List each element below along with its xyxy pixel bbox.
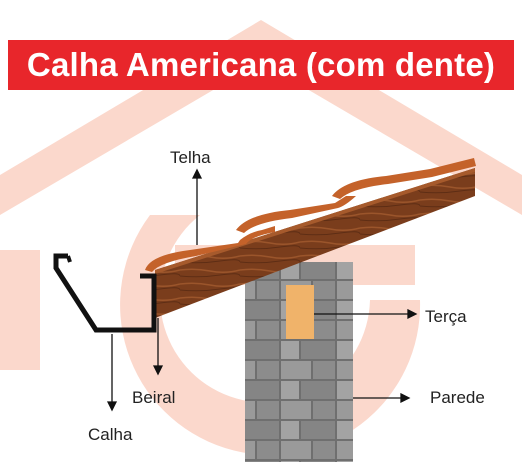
gutter-profile: [53, 253, 157, 333]
label-beiral: Beiral: [132, 388, 175, 407]
roof-tile-2: [236, 196, 356, 233]
roof-tile-3: [332, 158, 476, 199]
label-terca: Terça: [425, 307, 467, 326]
gutter-lip: [66, 255, 72, 263]
rafter-top-edge: [155, 168, 475, 274]
label-parede: Parede: [430, 388, 485, 407]
rafter-beam: [155, 168, 475, 318]
roof-tiles: [145, 158, 476, 272]
beiral-arrowhead: [152, 365, 164, 376]
terca-arrowhead: [407, 308, 418, 320]
calha-arrowhead: [106, 401, 118, 412]
watermark-left-block: [0, 250, 40, 370]
telha-arrowhead: [191, 168, 203, 179]
purlin-block: [286, 285, 314, 339]
label-calha: Calha: [88, 425, 133, 444]
parede-arrowhead: [400, 392, 411, 404]
roof-tile-1: [145, 226, 275, 272]
title-banner: Calha Americana (com dente): [8, 40, 514, 90]
page-title: Calha Americana (com dente): [26, 46, 496, 83]
label-telha: Telha: [170, 148, 211, 167]
